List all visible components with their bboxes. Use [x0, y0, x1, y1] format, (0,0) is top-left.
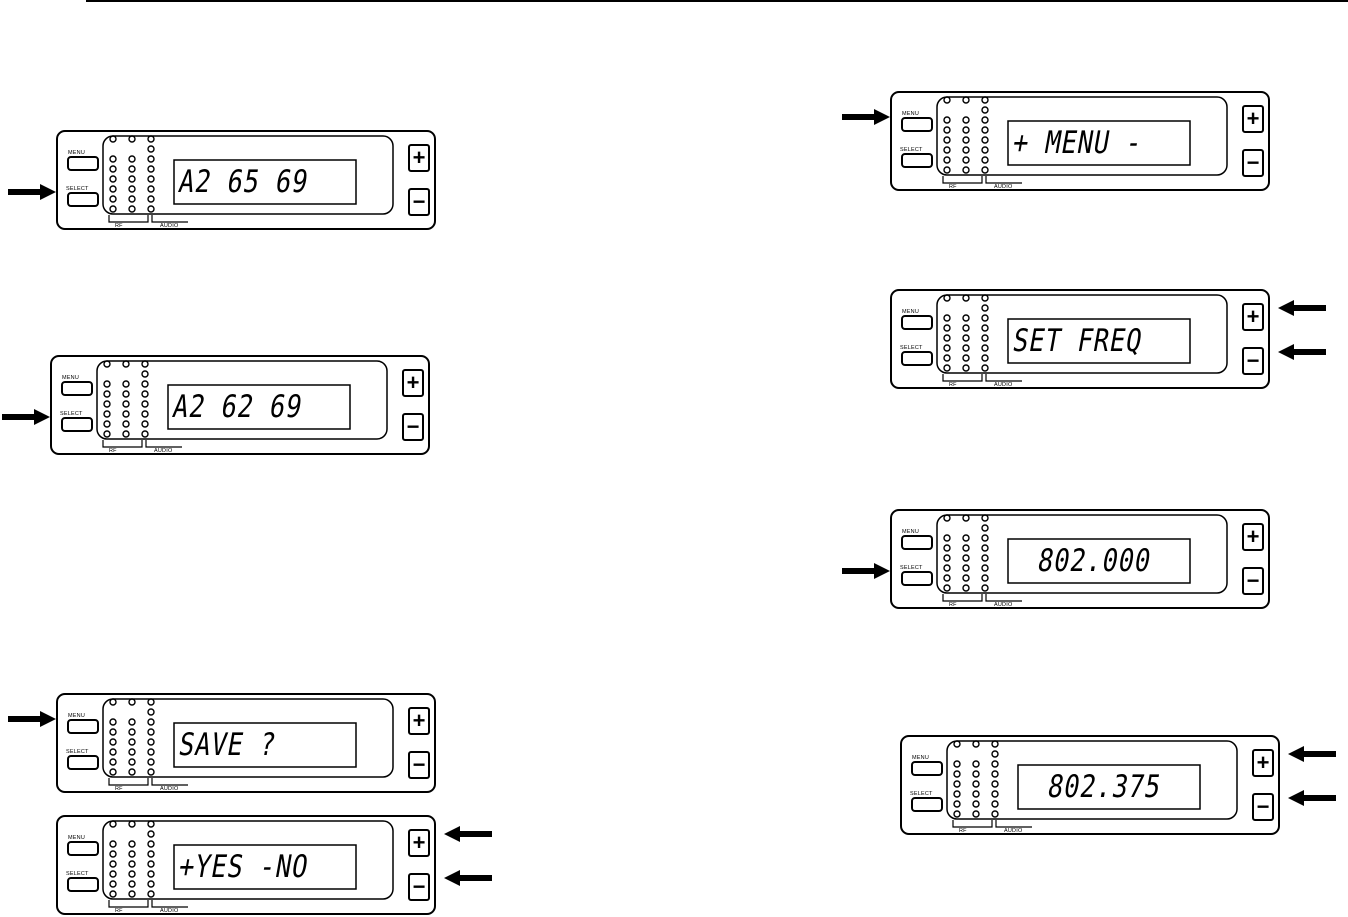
receiver-panel-d: MENU SELECT RF AUDIO +YES -NO + −	[56, 815, 436, 915]
minus-button[interactable]: −	[408, 188, 430, 216]
select-button	[68, 878, 98, 891]
pointer-arrow-icon	[1278, 300, 1326, 316]
menu-button	[902, 536, 932, 549]
select-label: SELECT	[66, 749, 89, 755]
select-button	[68, 193, 98, 206]
menu-button	[68, 157, 98, 170]
select-button	[902, 352, 932, 365]
rf-label: RF	[115, 223, 123, 229]
receiver-panel-c: MENU SELECT RF AUDIO SAVE ? + −	[56, 693, 436, 793]
menu-label: MENU	[62, 375, 79, 381]
lcd-display: SET FREQ	[1007, 322, 1163, 360]
plus-button[interactable]: +	[402, 369, 424, 397]
select-button	[68, 756, 98, 769]
lcd-display: + MENU -	[1007, 124, 1163, 162]
select-label: SELECT	[60, 411, 83, 417]
menu-label: MENU	[902, 529, 919, 535]
plus-button[interactable]: +	[408, 707, 430, 735]
menu-label: MENU	[902, 111, 919, 117]
select-button	[902, 154, 932, 167]
lcd-display: A2 62 69	[167, 388, 323, 426]
top-rule	[86, 0, 1348, 2]
audio-label: AUDIO	[160, 786, 178, 792]
rf-label: RF	[959, 828, 967, 834]
select-label: SELECT	[900, 147, 923, 153]
pointer-arrow-icon	[842, 109, 890, 125]
menu-button	[68, 720, 98, 733]
select-label: SELECT	[910, 791, 933, 797]
audio-label: AUDIO	[994, 184, 1012, 190]
plus-button[interactable]: +	[408, 144, 430, 172]
rf-label: RF	[115, 908, 123, 914]
pointer-arrow-icon	[1288, 746, 1336, 762]
lcd-display: +YES -NO	[173, 848, 329, 886]
minus-button[interactable]: −	[1252, 793, 1274, 821]
select-button	[902, 572, 932, 585]
plus-button[interactable]: +	[408, 829, 430, 857]
select-label: SELECT	[900, 345, 923, 351]
select-label: SELECT	[66, 871, 89, 877]
plus-button[interactable]: +	[1242, 523, 1264, 551]
receiver-panel-a: MENU SELECT RF AUDIO A2 65 69 + −	[56, 130, 436, 230]
audio-label: AUDIO	[994, 602, 1012, 608]
select-label: SELECT	[900, 565, 923, 571]
rf-label: RF	[949, 382, 957, 388]
menu-label: MENU	[912, 755, 929, 761]
lcd-display: 802.375	[1017, 768, 1170, 806]
menu-button	[68, 842, 98, 855]
lcd-display: SAVE ?	[173, 726, 329, 764]
minus-button[interactable]: −	[408, 751, 430, 779]
pointer-arrow-icon	[2, 409, 50, 425]
select-label: SELECT	[66, 186, 89, 192]
pointer-arrow-icon	[444, 826, 492, 842]
audio-label: AUDIO	[160, 223, 178, 229]
menu-label: MENU	[68, 713, 85, 719]
menu-button	[902, 118, 932, 131]
rf-label: RF	[109, 448, 117, 454]
receiver-panel-b: MENU SELECT RF AUDIO A2 62 69 + −	[50, 355, 430, 455]
audio-label: AUDIO	[154, 448, 172, 454]
menu-button	[902, 316, 932, 329]
pointer-arrow-icon	[8, 711, 56, 727]
plus-button[interactable]: +	[1242, 303, 1264, 331]
plus-button[interactable]: +	[1242, 105, 1264, 133]
plus-button[interactable]: +	[1252, 749, 1274, 777]
receiver-panel-g: MENU SELECT RF AUDIO 802.000 + −	[890, 509, 1270, 609]
pointer-arrow-icon	[1288, 790, 1336, 806]
audio-label: AUDIO	[1004, 828, 1022, 834]
menu-label: MENU	[902, 309, 919, 315]
rf-label: RF	[115, 786, 123, 792]
receiver-panel-h: MENU SELECT RF AUDIO 802.375 + −	[900, 735, 1280, 835]
menu-button	[912, 762, 942, 775]
pointer-arrow-icon	[842, 563, 890, 579]
audio-label: AUDIO	[160, 908, 178, 914]
minus-button[interactable]: −	[408, 873, 430, 901]
lcd-display: 802.000	[1007, 542, 1160, 580]
minus-button[interactable]: −	[402, 413, 424, 441]
pointer-arrow-icon	[444, 870, 492, 886]
select-button	[62, 418, 92, 431]
lcd-display: A2 65 69	[173, 163, 329, 201]
minus-button[interactable]: −	[1242, 567, 1264, 595]
receiver-panel-f: MENU SELECT RF AUDIO SET FREQ + −	[890, 289, 1270, 389]
select-button	[912, 798, 942, 811]
menu-button	[62, 382, 92, 395]
minus-button[interactable]: −	[1242, 347, 1264, 375]
audio-label: AUDIO	[994, 382, 1012, 388]
menu-label: MENU	[68, 150, 85, 156]
minus-button[interactable]: −	[1242, 149, 1264, 177]
rf-label: RF	[949, 602, 957, 608]
pointer-arrow-icon	[8, 184, 56, 200]
receiver-panel-e: MENU SELECT RF AUDIO + MENU - + −	[890, 91, 1270, 191]
menu-label: MENU	[68, 835, 85, 841]
pointer-arrow-icon	[1278, 344, 1326, 360]
rf-label: RF	[949, 184, 957, 190]
